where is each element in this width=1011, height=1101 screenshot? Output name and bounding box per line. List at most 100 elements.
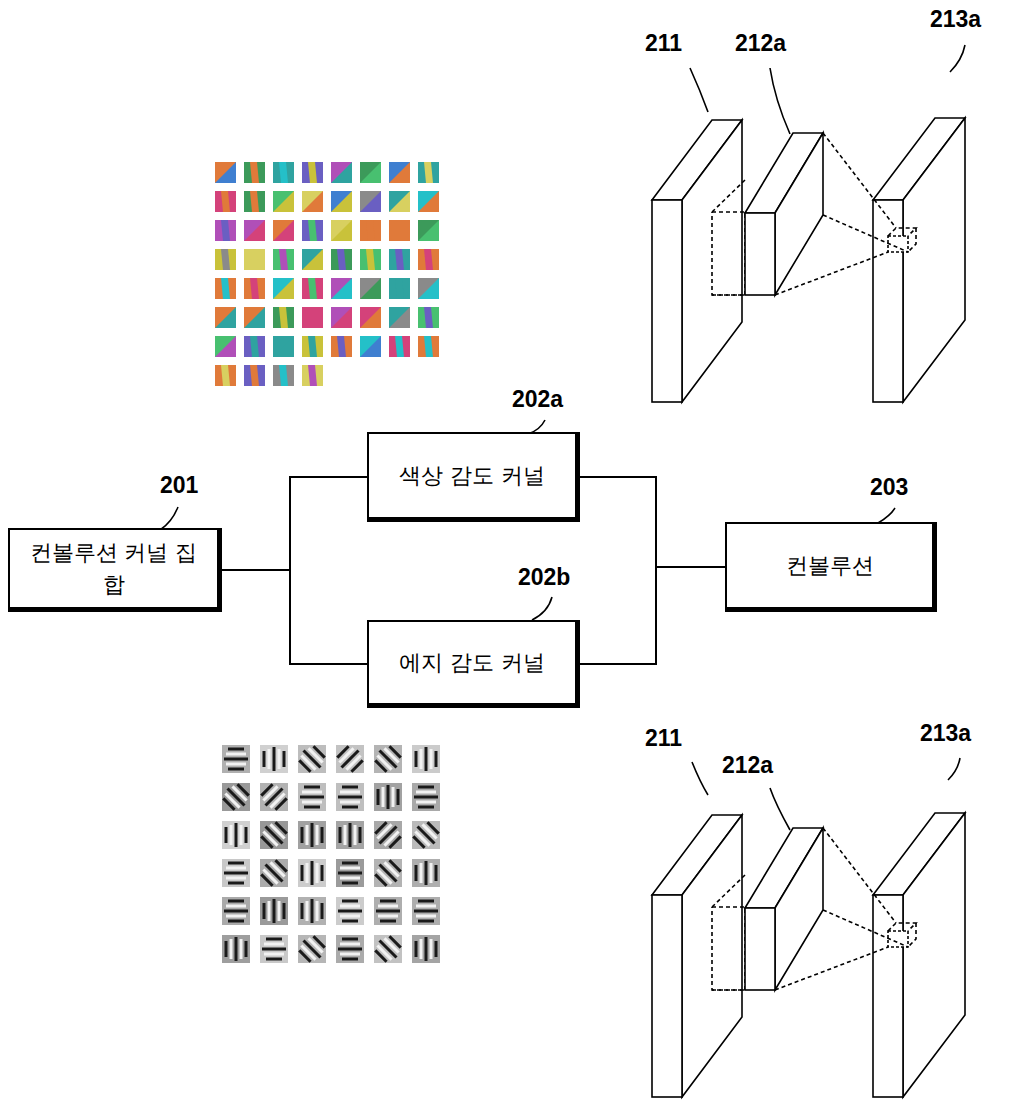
color-kernel-band <box>250 278 259 299</box>
process-box: 색상 감도 커널 <box>367 432 580 522</box>
color-kernel-band <box>279 249 288 270</box>
edge-kernel-stripe <box>278 901 281 921</box>
edge-kernel <box>336 935 364 963</box>
receptive-field-line <box>888 923 916 931</box>
color-kernel-band <box>221 191 230 212</box>
edge-kernel-stripe <box>375 822 386 833</box>
callout-number: 211 <box>645 30 682 57</box>
edge-kernel-stripe <box>226 763 246 766</box>
edge-kernel-stripe <box>420 939 423 959</box>
color-kernel <box>360 278 381 299</box>
edge-kernel <box>374 783 402 811</box>
color-kernel <box>418 249 439 270</box>
edge-kernel <box>260 859 288 887</box>
edge-kernel-stripe <box>266 938 282 941</box>
edge-kernel-stripe <box>340 791 360 794</box>
edge-kernel-stripe <box>378 905 398 908</box>
edge-kernel-stripe <box>225 941 228 957</box>
edge-kernel-stripe <box>321 827 324 843</box>
edge-kernel-stripe <box>228 862 244 865</box>
edge-kernel-stripe <box>245 827 248 843</box>
color-kernel <box>215 220 236 241</box>
edge-kernel-stripe <box>375 760 386 771</box>
edge-kernel <box>222 745 250 773</box>
color-kernel <box>418 220 439 241</box>
color-kernel-band <box>308 365 317 386</box>
color-kernel <box>331 307 352 328</box>
slab-front <box>873 200 903 402</box>
edge-kernel-stripe <box>316 901 319 921</box>
edge-kernel-stripe <box>226 905 246 908</box>
edge-kernel-stripe <box>359 827 362 843</box>
callout-number: 213a <box>930 6 981 33</box>
feature-map-illustration <box>652 118 965 1097</box>
edge-kernel-stripe <box>228 882 244 885</box>
box-label: 컨볼루션 커널 집합 <box>20 537 207 601</box>
edge-kernel-stripe <box>342 920 358 923</box>
kernel-set-box: 컨볼루션 커널 집합 <box>8 528 222 612</box>
color-kernel-band <box>273 278 294 299</box>
edge-kernel-stripe <box>337 746 348 757</box>
edge-kernel-stripe <box>224 872 248 875</box>
color-kernel <box>244 278 265 299</box>
color-kernel-band <box>360 307 381 328</box>
color-kernel-band <box>308 278 317 299</box>
edge-kernel-stripe <box>302 801 322 804</box>
edge-kernel-stripe <box>240 939 243 959</box>
edge-kernel-stripe <box>278 749 281 769</box>
slab-side <box>775 828 823 990</box>
edge-kernel-stripe <box>230 939 233 959</box>
edge-kernel <box>374 821 402 849</box>
color-kernel-band <box>424 162 433 183</box>
color-kernel-band <box>279 162 288 183</box>
slab-front <box>652 200 682 402</box>
color-kernel <box>273 278 294 299</box>
edge-kernel-stripe <box>225 827 228 843</box>
color-kernel <box>302 249 323 270</box>
edge-kernel <box>298 897 326 925</box>
edge-kernel-stripe <box>268 901 271 921</box>
edge-kernel-stripe <box>228 768 244 771</box>
receptive-field-line <box>823 215 908 252</box>
edge-kernel-stripe <box>264 953 284 956</box>
edge-kernel-stripe <box>415 941 418 957</box>
edge-kernel <box>298 821 326 849</box>
color-kernel <box>331 249 352 270</box>
color-kernel-band <box>360 278 381 299</box>
edge-kernel-stripe <box>321 903 324 919</box>
edge-kernel <box>222 935 250 963</box>
edge-kernel-stripe <box>418 806 434 809</box>
color-kernel <box>302 336 323 357</box>
edge-kernel-stripe <box>378 915 398 918</box>
callout-number: 202a <box>512 386 563 413</box>
edge-kernel-stripe <box>228 920 244 923</box>
color-kernel-band <box>273 220 294 241</box>
color-kernel <box>418 307 439 328</box>
color-kernel-band <box>215 336 236 357</box>
slab-front <box>745 908 775 990</box>
edge-kernel-stripe <box>273 747 276 771</box>
edge-kernel <box>336 783 364 811</box>
edge-kernel-stripe <box>354 825 357 845</box>
edge-kernel <box>260 821 288 849</box>
color-kernel-band <box>360 336 381 357</box>
color-kernel <box>244 336 265 357</box>
edge-kernel-stripe <box>226 753 246 756</box>
edge-kernel-stripe <box>304 806 320 809</box>
color-kernel-band <box>244 307 265 328</box>
edge-kernel-stripe <box>304 786 320 789</box>
edge-kernel-stripe <box>430 749 433 769</box>
color-kernel <box>418 336 439 357</box>
edge-kernel-stripe <box>377 789 380 805</box>
edge-kernel <box>260 935 288 963</box>
edge-kernel-stripe <box>228 748 244 751</box>
color-kernel <box>273 249 294 270</box>
color-kernel <box>389 162 410 183</box>
color-kernel <box>302 365 323 386</box>
color-kernel-band <box>331 191 352 212</box>
color-kernel-band <box>302 307 323 328</box>
color-kernel-band <box>331 307 352 328</box>
edge-kernel-stripe <box>339 827 342 843</box>
edge-kernel-stripe <box>273 899 276 923</box>
callout-number: 201 <box>160 472 198 499</box>
